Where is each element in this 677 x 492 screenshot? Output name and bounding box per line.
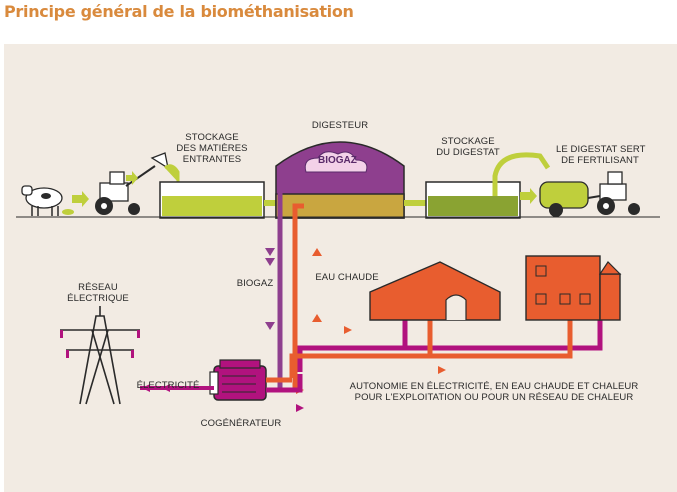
cogenerator [209,359,267,401]
arrow-to-storage-icon [126,171,138,185]
electricity-pylon-icon [60,306,140,405]
biogas-arrows [265,248,275,330]
label-biogaz-cloud: BIOGAZ [318,155,357,166]
biogaz-cloud [304,151,368,173]
arrow-down-icon [265,258,275,266]
label-biogas-pipe: BIOGAZ [236,278,274,289]
distribution-pipes [289,320,603,378]
label-input-storage: STOCKAGE DES MATIÈRES ENTRANTES [176,132,248,165]
label-input-storage-line3: ENTRANTES [182,154,242,165]
label-autonomy-line2: POUR L'EXPLOITATION OU POUR UN RÉSEAU DE… [354,392,634,403]
farm-barn-icon [369,261,501,321]
arrow-left-icon [162,384,170,392]
label-digestate-fertilizer: LE DIGESTAT SERT DE FERTILISANT [556,144,646,166]
label-digester: DIGESTEUR [311,120,369,131]
label-digestate-storage-line1: STOCKAGE [441,136,495,147]
input-material-flow [164,164,180,182]
cogen-electricity-out [266,374,303,393]
cow-icon [21,185,63,216]
tanker-tractor-icon [539,171,640,217]
page-title: Principe général de la biométhanisation [4,2,354,21]
arrow-right-icon [296,404,304,412]
label-cogenerator: COGÉNÉRATEUR [200,418,282,429]
hot-water-arrows [312,248,322,322]
tractor-loader-icon [95,152,169,215]
pylon-insulators [60,330,140,358]
arrow-down-icon [265,248,275,256]
arrow-down-icon [265,322,275,330]
label-electric-grid-line1: RÉSEAU [78,282,118,293]
arrow-up-icon [312,314,322,322]
arrow-up-icon [312,248,322,256]
label-digestate-storage-line2: DU DIGESTAT [436,147,500,158]
label-input-storage-line2: DES MATIÈRES [176,143,248,154]
arrow-left-icon [142,384,150,392]
digestate-storage-tank [425,181,521,219]
label-autonomy: AUTONOMIE EN ÉLECTRICITÉ, EN EAU CHAUDE … [344,381,644,403]
arrow-right-icon [344,326,352,334]
label-digestate-fertilizer-line2: DE FERTILISANT [561,155,639,166]
label-electricity: ÉLECTRICITÉ [136,380,200,391]
digester-cogenerator-pipes [277,175,304,388]
input-storage-tank [159,181,265,219]
label-autonomy-line1: AUTONOMIE EN ÉLECTRICITÉ, EN EAU CHAUDE … [349,381,639,392]
label-hot-water: EAU CHAUDE [315,272,379,283]
label-digestate-storage: STOCKAGE DU DIGESTAT [432,136,504,158]
arrow-to-tractor-icon [72,191,89,207]
hot-water-pipe [292,203,304,388]
farmhouse-icon [525,255,622,321]
label-electric-grid-line2: ÉLECTRIQUE [67,293,129,304]
biogas-pipe [277,175,288,388]
electricity-line-to-buildings [297,320,603,372]
digestate-suction-pipe [492,152,551,196]
feed-pipe [264,200,276,206]
label-electric-grid: RÉSEAU ÉLECTRIQUE [60,282,136,304]
arrow-right-icon [438,366,446,374]
label-input-storage-line1: STOCKAGE [185,132,239,143]
manure-pile-icon [62,209,74,215]
arrow-to-tanker-icon [520,188,537,204]
label-digestate-fertilizer-line1: LE DIGESTAT SERT [556,144,646,155]
digestate-pipe [404,200,426,206]
